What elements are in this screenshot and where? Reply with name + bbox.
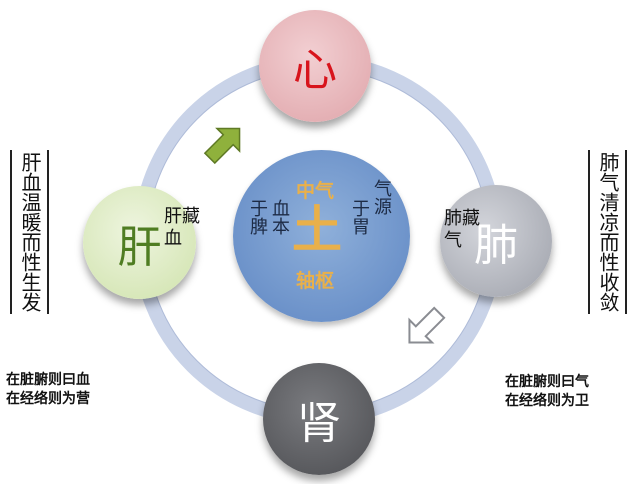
center-right-col2: 于胃 <box>349 199 370 235</box>
center-bottom-label: 轴枢 <box>296 270 335 292</box>
arrow-up-right-icon <box>203 127 241 165</box>
lung-node: 肺 <box>440 185 552 297</box>
left-side-text: 肝血温暖而性生发 <box>10 150 49 314</box>
liver-store-text: 肝藏血 <box>164 206 200 249</box>
arrow-down-left-icon <box>408 306 446 344</box>
lung-store-text: 肺藏气 <box>444 208 480 251</box>
center-earth-circle <box>233 150 410 322</box>
heart-node: 心 <box>259 10 371 122</box>
lung-label: 肺 <box>474 220 518 271</box>
center-right-col1: 气源 <box>371 179 392 215</box>
kidney-node: 肾 <box>263 363 375 475</box>
liver-store-label: 肝藏血 <box>164 206 216 250</box>
left-note: 在脏腑则曰血 在经络则为营 <box>6 371 90 409</box>
left-note-line2: 在经络则为营 <box>6 391 90 407</box>
kidney-label: 肾 <box>297 398 341 449</box>
right-note-line1: 在脏腑则曰气 <box>505 374 589 390</box>
left-note-line1: 在脏腑则曰血 <box>6 372 90 388</box>
center-left-col1: 血本 <box>269 199 290 235</box>
right-note: 在脏腑则曰气 在经络则为卫 <box>505 373 589 411</box>
center-left-col2: 于脾 <box>247 199 268 235</box>
right-note-line2: 在经络则为卫 <box>505 393 589 409</box>
liver-label: 肝 <box>117 221 162 273</box>
center-top-label: 中气 <box>296 180 335 202</box>
lung-store-label: 肺藏气 <box>444 208 484 252</box>
heart-label: 心 <box>293 45 337 96</box>
liver-node: 肝 <box>83 186 196 299</box>
center-big-character: 土 <box>292 200 342 259</box>
right-side-text: 肺气清凉而性收敛 <box>588 150 627 314</box>
